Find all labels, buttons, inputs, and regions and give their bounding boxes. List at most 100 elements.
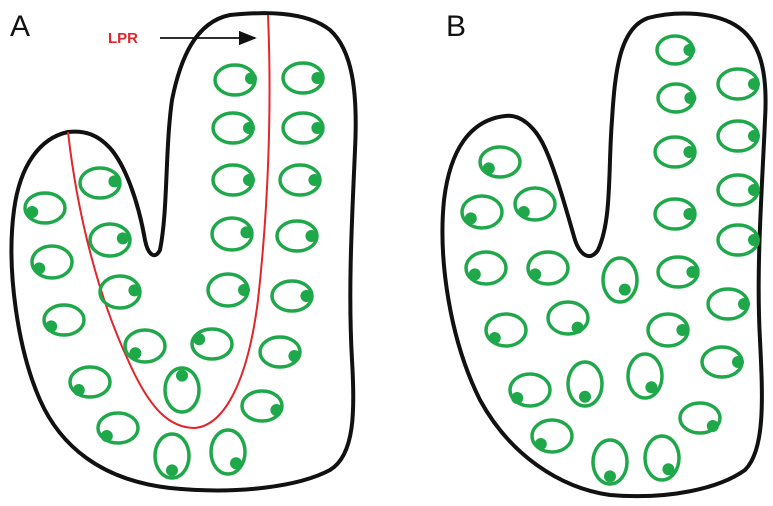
panel-b-cell [648,314,688,346]
panel-a-cell-nucleus [176,370,188,382]
panel-a-cell-nucleus [33,262,45,274]
panel-b-cell [628,354,662,398]
panel-b-cell-nucleus [529,268,541,280]
panel-a-cell [208,274,250,306]
panel-b-cell [655,137,695,167]
panel-b-cell-body [628,354,662,398]
panel-b-cell-nucleus [604,470,616,482]
panel-b-cell-nucleus [683,44,695,56]
panel-b-cell-nucleus [535,438,547,450]
panel-a-cell-nucleus [26,206,38,218]
panel-b-cell-body [603,258,637,302]
panel-b-cell-nucleus [572,322,584,334]
panel-b-cell [462,196,502,228]
panel-b-cell-nucleus [645,381,657,393]
panel-b-cell-nucleus [489,332,501,344]
panel-b-cell-nucleus [748,184,760,196]
panel-b-cell-nucleus [748,78,760,90]
panel-a-cell [98,413,138,443]
panel-a-cell [155,434,189,478]
panel-a-cell [25,193,65,223]
panel-b-cell [510,374,550,406]
panel-b-cell [568,362,602,406]
panel-a-cell-nucleus [311,122,323,134]
panel-a-cell [272,281,312,311]
panel-a-cell [90,224,130,256]
panel-a-cell [283,63,323,93]
panel-a-cell-nucleus [108,175,120,187]
lpr-line [68,15,270,428]
panel-b-cell-nucleus [662,463,674,475]
panel-b-cell [657,36,695,64]
panel-b-cell-nucleus [619,284,631,296]
panel-b-cell-nucleus [748,130,760,142]
panel-b-cell-nucleus [483,162,495,174]
panel-a-cell [165,368,199,412]
panel-b-cell [658,84,696,112]
panel-b-cell-nucleus [738,298,750,310]
panel-a-cell-nucleus [101,430,113,442]
panel-a-cell-nucleus [73,384,85,396]
panel-b-cell [658,257,698,287]
panel-a-cell [283,113,323,143]
panel-a-cell [32,246,72,278]
panel-a-cell [212,218,252,250]
panel-b-cell [528,252,568,284]
panel-a-cell [277,221,317,251]
panel-a-cell [80,168,120,198]
panel-a-cell-nucleus [243,122,255,134]
panel-a-cell-nucleus [230,457,242,469]
panel-a-cell-nucleus [45,320,57,332]
panel-b-cell-nucleus [732,356,744,368]
lpr-label: LPR [108,30,138,47]
panel-a-cell-nucleus [243,174,255,186]
panel-a-cell-nucleus [238,284,250,296]
panel-a-cell-nucleus [117,232,129,244]
panel-a-cell [44,305,84,335]
panel-a-cell-nucleus [308,174,320,186]
panel-a-cell [211,430,245,474]
panel-b-cell [532,420,572,452]
panel-b-cell [645,436,679,480]
panel-a-cell-nucleus [311,72,323,84]
panel-b-cell-body [645,436,679,480]
panel-b-cell [480,147,520,177]
panel-b-cell [603,258,637,302]
panel-b-cell [708,289,750,319]
panel-b-cell-nucleus [684,92,696,104]
panel-a-cell-nucleus [129,347,141,359]
panel-b-cell [702,347,744,377]
panel-a-cell [192,329,232,359]
panel-b-cell [718,121,760,151]
panel-a-cell-nucleus [300,290,312,302]
panel-b-cell-nucleus [748,234,760,246]
panel-a-cell-nucleus [245,72,257,84]
panel-a-cell [260,337,300,367]
panel-b-cell [466,252,506,284]
panel-a-cell [70,367,110,397]
panel-b-cell [718,225,760,255]
panel-b-cell-nucleus [676,324,688,336]
panel-b-cell [548,302,588,334]
panel-b-cell-nucleus [579,391,591,403]
panel-b-cell [718,175,760,205]
panel-b-cell [680,403,720,433]
panel-a-cell [215,65,257,95]
panel-a-cell [280,165,320,195]
panel-b-cell-nucleus [511,392,523,404]
panel-b-cell-nucleus [683,208,695,220]
panel-b-cell [593,440,627,484]
panel-a-cell-nucleus [270,404,282,416]
panel-a-cell [100,276,140,308]
panel-b-cell [486,314,526,346]
panel-a-cell-nucleus [128,284,140,296]
panel-b-cell [515,188,555,220]
panel-b-cell-nucleus [686,266,698,278]
panel-b-cell-nucleus [465,212,477,224]
panel-a-cell-nucleus [288,350,300,362]
panel-a-cell [213,113,255,143]
panel-a-cells [25,63,323,478]
panel-a-cell [125,330,165,362]
